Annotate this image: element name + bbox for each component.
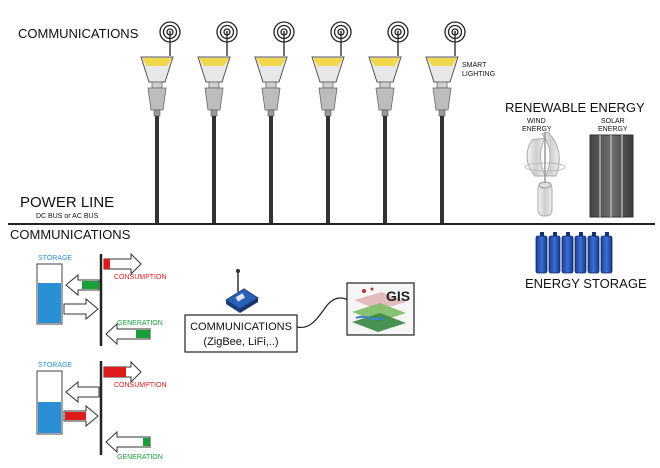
lamp-pole [326,116,330,224]
wireless-signal-icon [330,21,352,56]
power-line-subtitle: DC BUS or AC BUS [36,213,99,220]
storage-label: STORAGE [38,362,72,369]
bottom-communications-label: COMMUNICATIONS [10,227,131,242]
renewable-energy-title: RENEWABLE ENERGY [505,100,645,115]
street-lamp [368,21,409,224]
smart-lighting-label-line1: SMART [462,62,487,69]
battery-icon [587,232,600,274]
solar-energy-label-line1: SOLAR [601,118,625,125]
gis-box: GIS [346,282,415,336]
lamp-pole [383,116,387,224]
consumption-label: CONSUMPTION [114,274,167,281]
smart-lighting-lamps [140,21,466,224]
storage-panel-2: STORAGE CONSUMPTION GENERATION [36,360,167,461]
battery-icon [535,232,548,274]
wireless-signal-icon [444,21,466,56]
solar-panel-icon [589,134,634,218]
energy-storage-batteries [535,232,613,274]
battery-icon [561,232,574,274]
solar-energy-label-line2: ENERGY [598,126,628,133]
comms-gis-connector [296,297,349,329]
gis-river-icon [355,315,385,321]
lamp-light [256,58,286,66]
generation-label: GENERATION [117,454,163,461]
storage-panel-1: STORAGE CONSUMPTION GENERATION [36,252,167,346]
street-lamp [197,21,238,224]
storage-outflow-level-bar [65,412,86,420]
storage-label: STORAGE [38,255,72,262]
storage-level-fill [38,402,61,433]
communications-box: COMMUNICATIONS (ZigBee, LiFi,..) [184,314,298,353]
wireless-signal-icon [387,21,409,56]
storage-outflow-arrow-icon [63,297,99,321]
communications-box-line1: COMMUNICATIONS [190,321,292,333]
lamp-light [427,58,457,66]
consumption-level-bar [104,259,110,269]
consumption-label: CONSUMPTION [114,382,167,389]
generation-arrow-icon [105,430,151,454]
gis-label: GIS [386,288,410,304]
lamp-light [142,58,172,66]
zigbee-module-icon [225,269,259,313]
street-lamp [140,21,181,224]
storage-inflow-arrow-icon [65,380,100,404]
wireless-signal-icon [159,21,181,56]
battery-icon [600,232,613,274]
wind-energy-label-line2: ENERGY [522,126,552,133]
street-lamp [254,21,295,224]
top-communications-label: COMMUNICATIONS [18,26,139,41]
storage-inflow-level-bar [82,281,99,289]
power-line-title: POWER LINE [20,194,114,211]
lamp-pole [155,116,159,224]
consumption-level-bar [104,367,126,377]
smart-lighting-label-line2: LIGHTING [462,71,495,78]
street-lamp [311,21,352,224]
energy-storage-label: ENERGY STORAGE [525,276,647,291]
gis-layer-map [354,292,406,310]
wind-energy-label-line1: WIND [527,118,546,125]
lamp-light [370,58,400,66]
battery-icon [574,232,587,274]
generation-arrow-icon [105,322,151,346]
lamp-pole [269,116,273,224]
battery-icon [548,232,561,274]
generation-label: GENERATION [117,320,163,327]
lamp-light [199,58,229,66]
wireless-signal-icon [216,21,238,56]
storage-level-fill [38,283,61,323]
generation-level-bar [136,330,150,338]
lamp-pole [212,116,216,224]
lamp-pole [440,116,444,224]
lamp-light [313,58,343,66]
gis-layer-terrain [352,303,406,322]
wind-turbine-icon [524,131,566,217]
generation-level-bar [143,438,150,446]
wireless-signal-icon [273,21,295,56]
street-lamp [425,21,466,224]
communications-box-line2: (ZigBee, LiFi,..) [203,336,278,348]
